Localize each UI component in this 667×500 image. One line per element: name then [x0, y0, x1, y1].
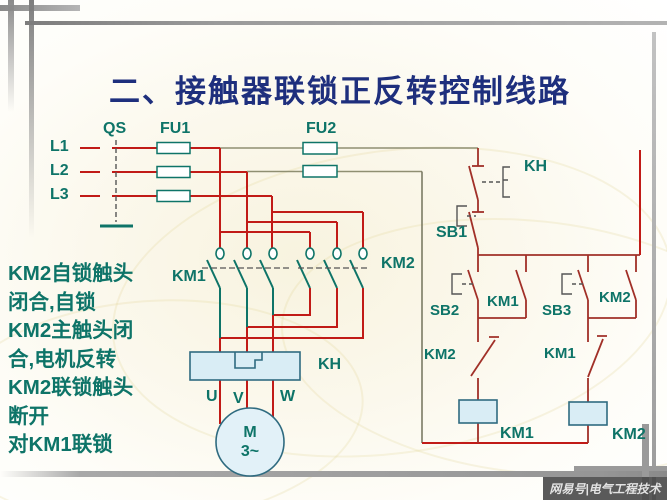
label-v: V: [233, 390, 244, 407]
annotation-line: KM2主触头闭: [8, 319, 134, 342]
label-l3: L3: [50, 186, 69, 203]
label-motor-phase: 3~: [240, 443, 260, 460]
label-km2-main: KM2: [381, 255, 415, 272]
qs-switch: [100, 140, 133, 228]
label-w: W: [280, 388, 296, 405]
motor-symbol: [215, 407, 285, 477]
km2-main-contacts: [296, 259, 364, 289]
annotation-line: 对KM1联锁: [8, 433, 113, 456]
annotation-block: KM2自锁触头 闭合,自锁 KM2主触头闭 合,电机反转 KM2联锁触头 断开 …: [8, 260, 172, 460]
label-km1-main: KM1: [172, 268, 206, 285]
contactor-coils: [458, 399, 608, 426]
label-motor-m: M: [243, 424, 257, 441]
label-u: U: [206, 388, 218, 405]
label-qs: QS: [103, 120, 127, 137]
label-sb3: SB3: [542, 302, 572, 319]
label-sb2: SB2: [430, 302, 460, 319]
label-sb1: SB1: [436, 224, 468, 241]
annotation-line: KM2自锁触头: [8, 262, 134, 285]
main-power-wires: [80, 147, 641, 444]
control-supply-wires: [220, 147, 478, 173]
watermark-badge: 网易号|电气工程技术: [543, 477, 667, 500]
kh-heater-block: [189, 351, 301, 381]
annotation-line: KM2联锁触头: [8, 376, 134, 399]
fu1-fuses: [156, 141, 191, 203]
button-actuators: [451, 166, 583, 295]
label-km1-interlock: KM1: [544, 345, 576, 362]
km1-coil: [458, 399, 498, 424]
label-fu2: FU2: [306, 120, 337, 137]
contact-terminals: [215, 247, 368, 260]
label-l1: L1: [50, 138, 69, 155]
label-fu1: FU1: [160, 120, 191, 137]
km2-coil: [568, 401, 608, 426]
label-km2-interlock: KM2: [424, 346, 456, 363]
label-km2-selflock: KM2: [599, 289, 631, 306]
label-kh-contact: KH: [524, 158, 548, 175]
fu2-fuses: [302, 141, 338, 178]
label-km1-selflock: KM1: [487, 293, 519, 310]
control-circuit-wires: [467, 148, 640, 443]
label-l2: L2: [50, 162, 69, 179]
slide-title: 二、接触器联锁正反转控制线路: [109, 74, 571, 109]
annotation-line: 闭合,自锁: [8, 290, 96, 314]
km1-main-contacts: [206, 259, 274, 338]
label-km1-coil: KM1: [500, 425, 534, 442]
label-kh-block: KH: [318, 356, 342, 373]
annotation-line: 合,电机反转: [8, 347, 117, 371]
annotation-line: 断开: [8, 404, 49, 428]
label-km2-coil: KM2: [612, 426, 646, 443]
